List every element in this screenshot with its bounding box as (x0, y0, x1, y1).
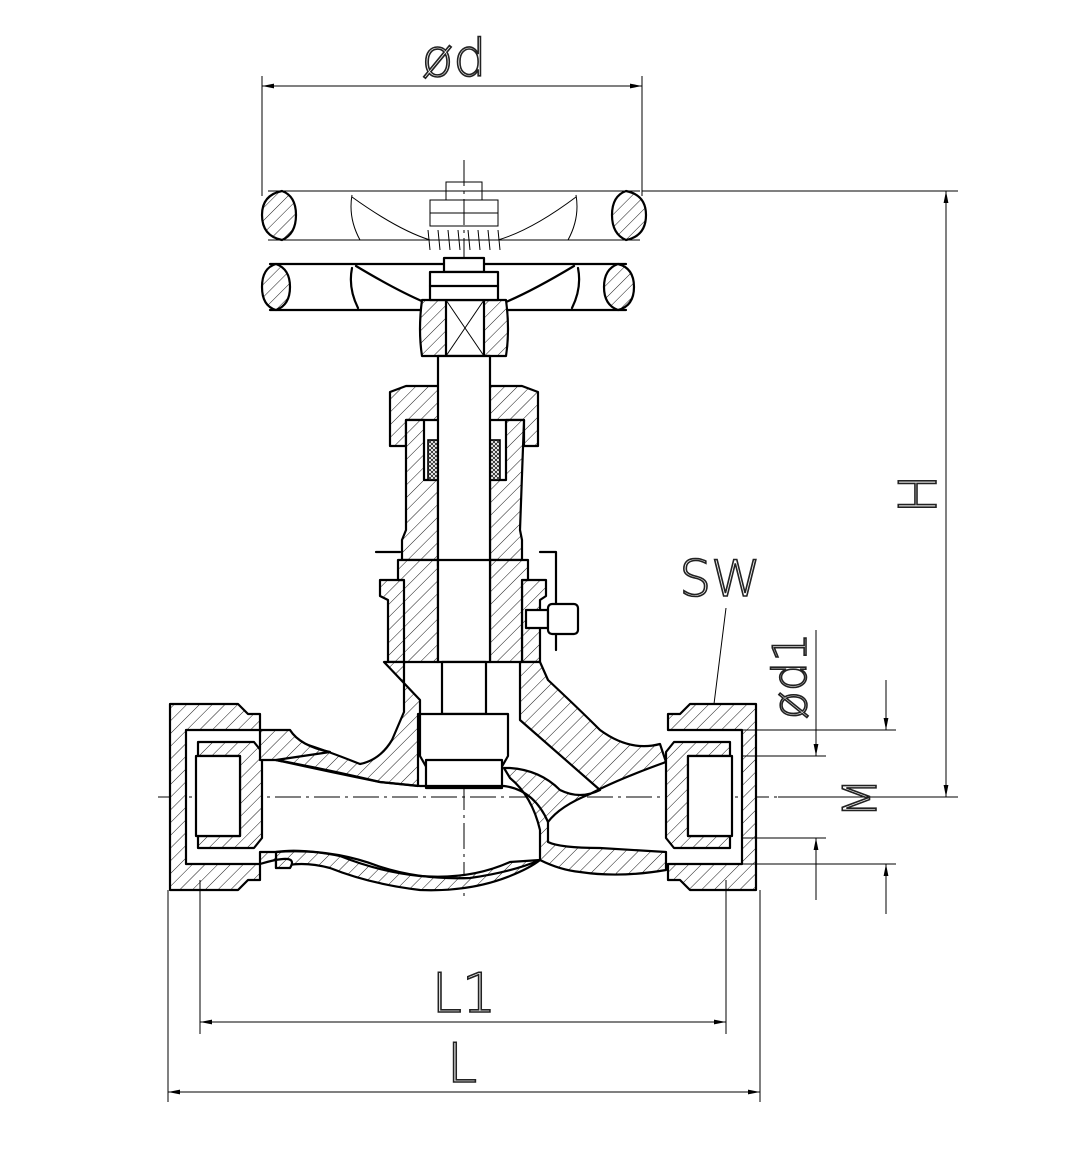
bonnet (374, 384, 580, 664)
end-connection-left (168, 702, 332, 892)
handwheel (260, 256, 636, 358)
label-bore-diameter: ød1 (763, 633, 817, 720)
label-wrench-size: SW (679, 550, 760, 608)
label-length-total: L (447, 1032, 477, 1095)
handwheel-open-position (260, 181, 648, 251)
stem (418, 354, 510, 790)
label-thread: M (833, 778, 887, 818)
end-connection-right (664, 702, 758, 892)
label-height: H (889, 474, 949, 513)
label-handwheel-diameter: ød (422, 29, 487, 89)
dimension-lines (167, 76, 958, 1102)
label-length-inner: L1 (432, 962, 496, 1025)
